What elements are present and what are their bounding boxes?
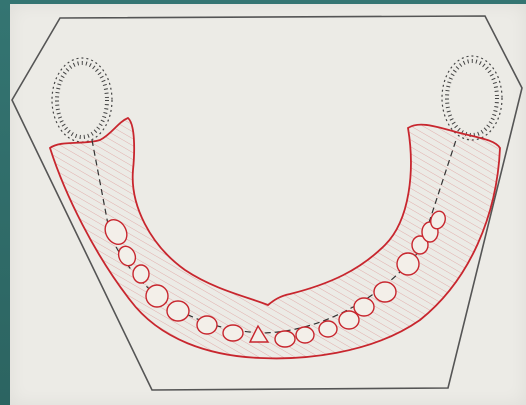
tooth [374, 282, 396, 302]
tooth [146, 285, 168, 307]
tooth [197, 316, 217, 334]
tooth [339, 311, 359, 329]
tooth [397, 253, 419, 275]
right-condyle-ellipse [442, 56, 502, 140]
tooth [319, 321, 337, 337]
tooth [167, 301, 189, 321]
tooth [223, 325, 243, 341]
tooth [296, 327, 314, 343]
left-condyle-ellipse [52, 58, 112, 142]
tooth [354, 298, 374, 316]
tooth [275, 331, 295, 347]
tooth [133, 265, 149, 283]
